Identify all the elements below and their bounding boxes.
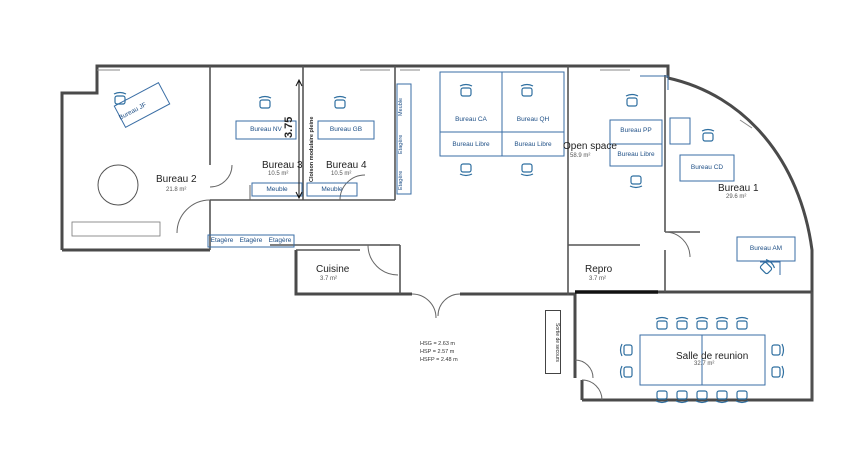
room-area-bureau1: 29.6 m² <box>726 194 747 200</box>
desk-label-libre-1: Bureau Libre <box>452 141 490 148</box>
room-name-bureau2: Bureau 2 <box>156 174 197 185</box>
chair <box>695 316 709 330</box>
room-name-bureau4: Bureau 4 <box>326 160 367 171</box>
round-table <box>97 164 139 206</box>
shelf-col-label-2: Etagère <box>398 134 404 154</box>
chair <box>701 128 715 142</box>
shelf-col-label-1: Meuble <box>398 97 404 116</box>
desk-label-cd: Bureau CD <box>690 164 724 171</box>
height-hsp: HSP = 2.57 m <box>420 349 455 355</box>
chair <box>655 390 669 404</box>
room-name-salle-reunion: Salle de reunion <box>676 351 749 362</box>
exit-sign: Sortie de secours <box>545 310 561 374</box>
ceiling-heights: HSG = 2.63 m HSP = 2.57 m HSFP = 2.48 m <box>420 340 458 364</box>
chair <box>675 316 689 330</box>
outer-walls <box>60 64 814 402</box>
room-name-bureau3: Bureau 3 <box>262 160 303 171</box>
desk-label-ca: Bureau CA <box>455 116 487 123</box>
cabinet-label-2: Meuble <box>321 186 343 193</box>
chair <box>759 258 776 275</box>
bench <box>71 221 161 237</box>
room-area-cuisine: 3.7 m² <box>320 276 338 282</box>
room-area-repro: 3.7 m² <box>589 276 607 282</box>
chair <box>459 163 473 177</box>
room-name-bureau1: Bureau 1 <box>718 183 759 194</box>
shelf-label-1: Etagère <box>210 237 234 244</box>
chair <box>619 365 633 379</box>
shelf-label-3: Etagère <box>268 237 292 244</box>
desk-label-pp: Bureau PP <box>620 127 652 134</box>
chair <box>735 390 749 404</box>
chair <box>619 343 633 357</box>
chair <box>258 95 272 109</box>
chairs <box>113 83 785 404</box>
interior-walls <box>209 66 700 295</box>
chair <box>655 316 669 330</box>
chair <box>629 175 643 189</box>
chair <box>625 93 639 107</box>
chair <box>771 365 785 379</box>
room-name-open-space: Open space <box>563 141 617 152</box>
chair <box>520 163 534 177</box>
height-hsfp: HSFP = 2.48 m <box>420 357 458 363</box>
desk-jf <box>113 81 171 129</box>
cabinet-label-1: Meuble <box>266 186 288 193</box>
desk-label-libre-2: Bureau Libre <box>514 141 552 148</box>
chair <box>771 343 785 357</box>
room-area-bureau3: 10.5 m² <box>268 171 289 177</box>
dimension-label: 3.75 <box>283 116 295 138</box>
room-area-bureau4: 10.5 m² <box>331 171 352 177</box>
room-area-bureau2: 21.8 m² <box>166 187 187 193</box>
shelf-col-label-3: Etagère <box>398 170 404 190</box>
partition-note: Cloison modulaire pleine <box>309 116 315 182</box>
room-area-open-space: 58.9 m² <box>570 153 591 159</box>
chair <box>715 316 729 330</box>
room-name-cuisine: Cuisine <box>316 264 350 275</box>
room-area-salle-reunion: 32.7 m² <box>694 361 715 367</box>
chair <box>675 390 689 404</box>
shelf-label-2: Etagère <box>239 237 263 244</box>
chair <box>695 390 709 404</box>
chair <box>333 95 347 109</box>
desks <box>207 71 796 386</box>
desk-label-libre-3: Bureau Libre <box>617 151 655 158</box>
dimension-line <box>295 78 303 200</box>
desk-label-nv: Bureau NV <box>250 126 282 133</box>
room-name-repro: Repro <box>585 264 613 275</box>
chair <box>520 83 534 97</box>
height-hsg: HSG = 2.63 m <box>420 341 456 347</box>
exit-sign-text: Sortie de secours <box>554 322 560 362</box>
desk-label-qh: Bureau QH <box>516 116 550 123</box>
chair <box>113 91 127 105</box>
desk-label-gb: Bureau GB <box>329 126 363 133</box>
chair <box>459 83 473 97</box>
window-marks <box>97 69 753 129</box>
desk-label-am: Bureau AM <box>749 245 783 252</box>
chair <box>735 316 749 330</box>
chair <box>715 390 729 404</box>
